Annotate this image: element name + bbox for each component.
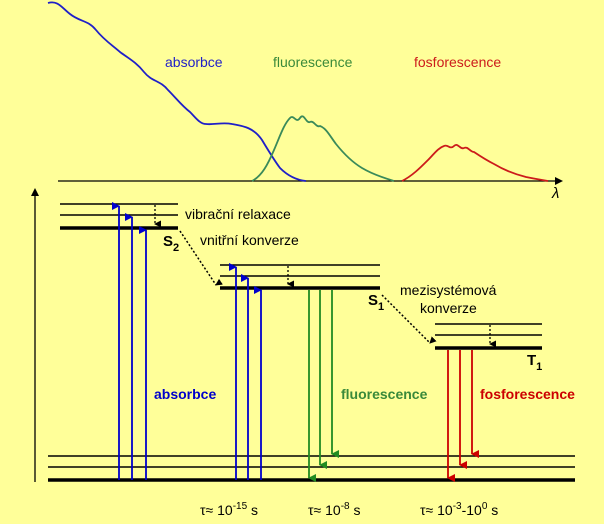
fluorescence-spectrum-label: fluorescence — [273, 54, 353, 70]
wavelength-axis-label: λ — [551, 185, 559, 202]
vibrational-relaxation-label: vibrační relaxace — [185, 206, 291, 222]
intersystem-crossing-arrow — [381, 294, 437, 344]
wavelength-axis-arrowhead — [555, 177, 563, 185]
fluorescence-transition-label: fluorescence — [341, 386, 428, 402]
internal-conversion-label: vnitřní konverze — [200, 232, 299, 248]
internal-conversion-arrow — [179, 230, 223, 286]
intersystem-crossing-label-line1: mezisystémová — [400, 282, 497, 298]
phosphorescence-timescale: τ≈ 10-3-100 s — [420, 501, 498, 518]
phosphorescence-spectrum-curve — [401, 144, 549, 182]
t1-state-label: T1 — [527, 352, 542, 373]
phosphorescence-arrows — [447, 350, 479, 482]
absorption-spectrum-label: absorbce — [165, 54, 223, 70]
phosphorescence-transition-label: fosforescence — [480, 386, 575, 402]
s1-state-label: S1 — [368, 292, 384, 313]
absorption-spectrum-curve — [47, 1, 307, 182]
energy-axis-arrowhead — [31, 188, 39, 196]
t1-levels — [435, 323, 542, 350]
absorption-timescale: τ≈ 10-15 s — [200, 501, 258, 518]
s1-levels — [220, 264, 380, 290]
s2-state-label: S2 — [163, 233, 179, 254]
absorption-transition-label: absorbce — [154, 386, 216, 402]
fluorescence-arrows — [308, 290, 339, 482]
fluorescence-spectrum-curve — [251, 115, 395, 182]
intersystem-crossing-label-line2: konverze — [420, 300, 477, 316]
absorption-arrows — [112, 202, 262, 480]
spectrum-panel: λ absorbce fluorescence fosforescence — [47, 1, 563, 202]
fluorescence-timescale: τ≈ 10-8 s — [308, 501, 360, 518]
phosphorescence-spectrum-label: fosforescence — [414, 54, 501, 70]
ground-state-levels — [48, 455, 575, 482]
